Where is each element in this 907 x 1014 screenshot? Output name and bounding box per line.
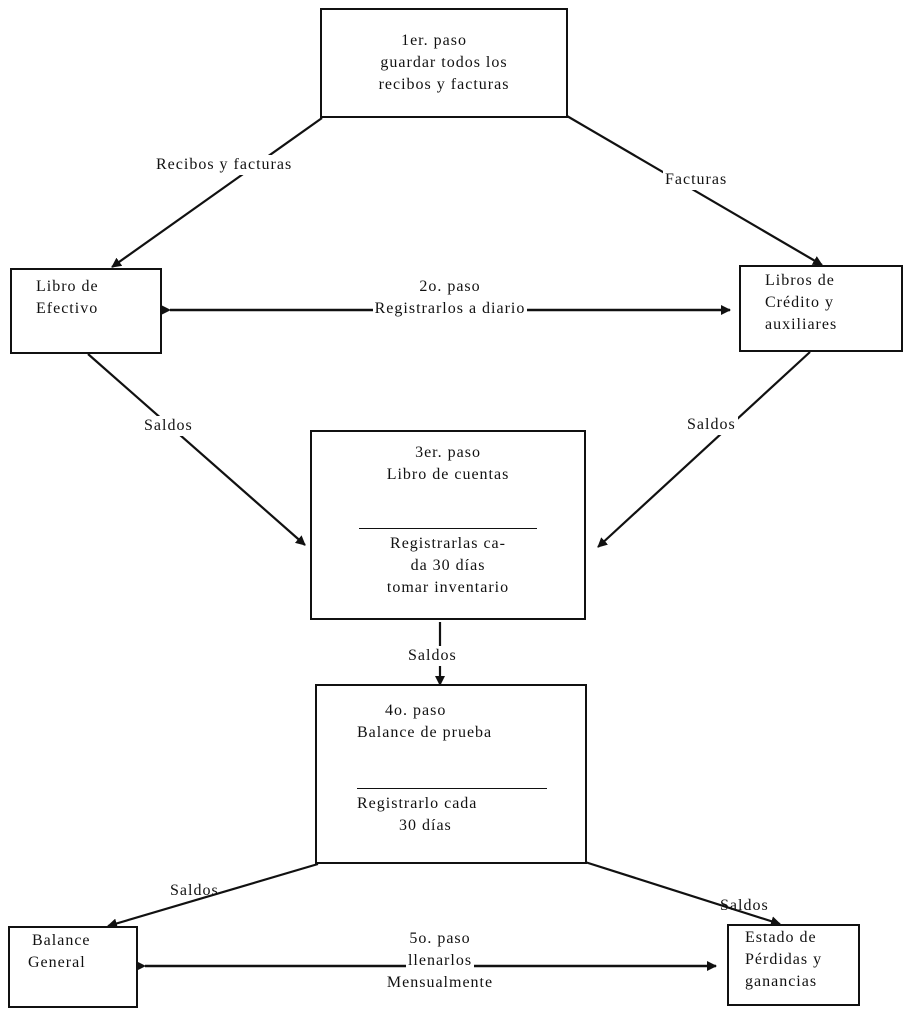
node-paso3-detail-line: Registrarlas ca- — [390, 535, 506, 552]
node-paso4-divider — [357, 788, 547, 789]
node-paso3: 3er. paso Libro de cuentas Registrarlas … — [310, 430, 586, 620]
edge-label-facturas: Facturas — [663, 170, 730, 190]
node-paso3-detail-line: da 30 días — [410, 557, 486, 574]
node-paso1-line: 1er. paso — [401, 32, 467, 49]
arrow-credito-to-paso3 — [597, 351, 811, 548]
step-label-paso2-desc: Registrarlos a diario — [372, 298, 528, 320]
node-paso4-detail-line: Registrarlo cada — [357, 795, 478, 812]
node-estado-perdidas-line: Estado de — [745, 929, 817, 946]
node-libro-efectivo-line: Libro de — [36, 278, 99, 295]
edge-label-recibos-facturas: Recibos y facturas — [154, 155, 295, 175]
node-paso1-line: recibos y facturas — [378, 76, 510, 93]
node-estado-perdidas: Estado de Pérdidas y ganancias — [727, 924, 860, 1006]
node-estado-perdidas-line: Pérdidas y — [745, 951, 823, 968]
node-libros-credito-line: Libros de — [765, 272, 835, 289]
node-paso3-detail-line: tomar inventario — [386, 579, 510, 596]
node-paso1: 1er. paso guardar todos los recibos y fa… — [320, 8, 568, 118]
step-label-paso5-action: llenarlos — [405, 950, 475, 972]
node-paso3-title-line: 3er. paso — [415, 444, 481, 461]
arrow-paso1-to-efectivo — [111, 117, 323, 268]
node-libros-credito-line: auxiliares — [765, 316, 838, 333]
step-label-paso5: 5o. paso llenarlos Mensualmente — [335, 928, 545, 994]
node-paso3-title-line: Libro de cuentas — [386, 466, 510, 483]
node-balance-general: Balance General — [8, 926, 138, 1008]
node-paso4-title-line: Balance de prueba — [357, 724, 493, 741]
node-libros-credito: Libros de Crédito y auxiliares — [739, 265, 903, 352]
arrow-paso1-to-credito — [566, 115, 823, 266]
node-paso4-detail-line: 30 días — [399, 817, 452, 834]
node-libros-credito-line: Crédito y — [765, 294, 834, 311]
step-label-paso2-title: 2o. paso — [419, 278, 481, 295]
node-balance-general-line: Balance — [32, 932, 91, 949]
node-libro-efectivo-line: Efectivo — [36, 300, 99, 317]
step-label-paso5-title: 5o. paso — [409, 930, 471, 947]
node-libro-efectivo: Libro de Efectivo — [10, 268, 162, 354]
node-paso4: 4o. paso Balance de prueba Registrarlo c… — [315, 684, 587, 864]
arrow-paso4-to-balance — [107, 862, 319, 929]
node-paso1-line: guardar todos los — [380, 54, 508, 71]
step-label-paso5-frequency: Mensualmente — [386, 974, 494, 991]
node-paso4-title-line: 4o. paso — [385, 702, 447, 719]
node-estado-perdidas-line: ganancias — [745, 973, 818, 990]
edge-label-saldos-credito: Saldos — [685, 415, 738, 435]
edge-label-saldos-estado: Saldos — [720, 897, 769, 914]
edge-label-saldos-efectivo: Saldos — [142, 416, 195, 436]
edge-label-saldos-balance: Saldos — [170, 882, 219, 899]
arrow-efectivo-to-paso3 — [87, 353, 306, 546]
node-balance-general-line: General — [28, 954, 86, 971]
edge-label-saldos-paso3-paso4: Saldos — [406, 646, 459, 666]
step-label-paso2: 2o. paso Registrarlos a diario — [335, 276, 565, 320]
node-paso3-divider — [359, 528, 537, 529]
arrow-paso4-to-estado — [584, 860, 781, 927]
